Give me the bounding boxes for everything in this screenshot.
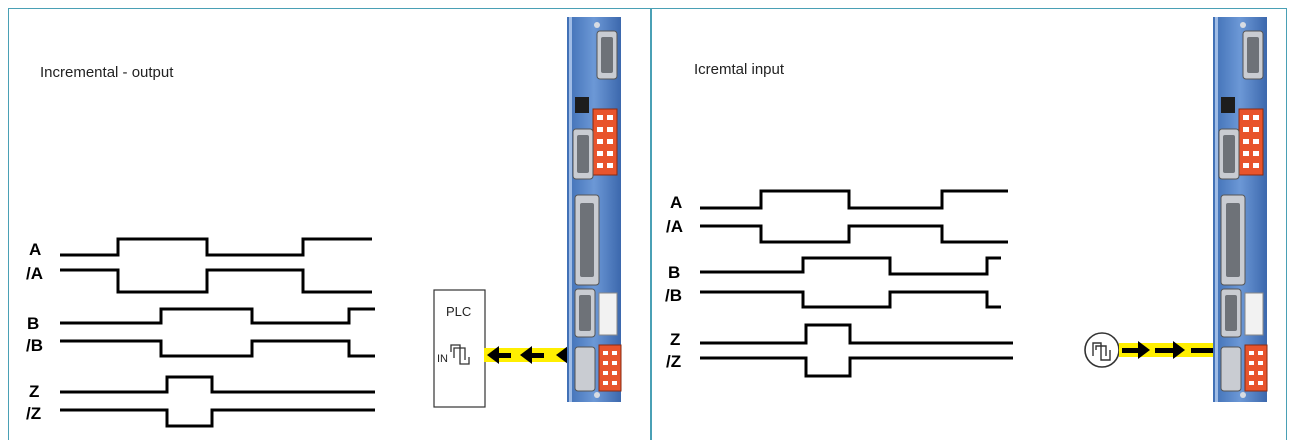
square-wave-icon bbox=[450, 344, 470, 365]
waveform-a bbox=[60, 237, 372, 257]
plc-input-label: IN bbox=[437, 353, 448, 365]
waveform-z-right bbox=[700, 323, 1013, 345]
waveform-b-right bbox=[700, 256, 1001, 276]
drive-module-icon bbox=[566, 16, 622, 403]
left-waveforms: A /A B /B Z /Z bbox=[26, 237, 375, 428]
signal-label-b-right: B bbox=[668, 263, 680, 282]
right-waveforms: A /A B /B Z /Z bbox=[665, 189, 1013, 378]
signal-label-b: B bbox=[27, 314, 39, 333]
signal-label-z: Z bbox=[29, 382, 39, 401]
waveform-b-inverted bbox=[60, 339, 375, 358]
right-panel-title: Icremtal input bbox=[694, 61, 785, 78]
waveform-b-inverted-right bbox=[700, 290, 1001, 309]
waveform-z-inverted bbox=[60, 408, 375, 428]
signal-label-a-inverted: /A bbox=[26, 264, 43, 283]
plc-label: PLC bbox=[446, 304, 471, 319]
signal-generator-icon bbox=[1084, 332, 1120, 368]
signal-label-b-inverted: /B bbox=[26, 336, 43, 355]
waveform-z-inverted-right bbox=[700, 356, 1013, 378]
drive-module-icon-right bbox=[1212, 16, 1268, 403]
waveform-a-inverted bbox=[60, 268, 372, 294]
signal-label-z-inverted: /Z bbox=[26, 404, 41, 423]
signal-label-z-inverted-right: /Z bbox=[666, 352, 681, 371]
signal-label-a-right: A bbox=[670, 193, 682, 212]
waveform-a-right bbox=[700, 189, 1008, 210]
plc-box: PLC IN bbox=[433, 289, 486, 408]
right-panel bbox=[651, 8, 1287, 440]
waveform-a-inverted-right bbox=[700, 224, 1008, 244]
waveform-b bbox=[60, 307, 375, 325]
signal-label-a: A bbox=[29, 240, 41, 259]
waveform-z bbox=[60, 375, 375, 394]
left-panel bbox=[8, 8, 651, 440]
left-panel-title: Incremental - output bbox=[40, 64, 174, 81]
signal-label-z-right: Z bbox=[670, 330, 680, 349]
signal-label-b-inverted-right: /B bbox=[665, 286, 682, 305]
signal-label-a-inverted-right: /A bbox=[666, 217, 683, 236]
